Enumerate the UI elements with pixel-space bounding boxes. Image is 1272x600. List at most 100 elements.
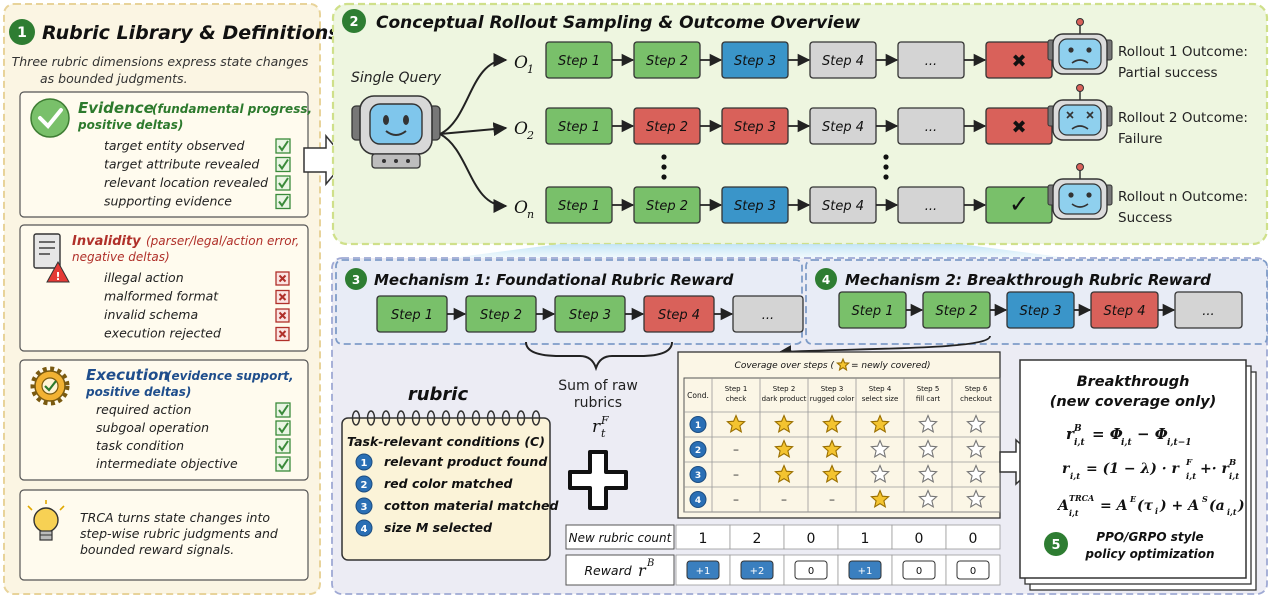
invalidity-note-1: (parser/legal/action error, [146, 234, 299, 248]
condition-number-circle [355, 453, 373, 471]
svg-text:E: E [1129, 494, 1137, 504]
step-label: Step 2 [646, 199, 688, 214]
execution-note-1: (evidence support, [166, 369, 294, 383]
svg-text:i: i [1155, 506, 1158, 516]
step-box: Step 1 [838, 291, 907, 329]
step-box: Step 3 [721, 186, 789, 224]
panel-mechanism-2: 4 Mechanism 2: Breakthrough Rubric Rewar… [805, 259, 1268, 345]
reward-value: 0 [916, 566, 922, 577]
gear-icon [30, 366, 70, 406]
notebook-ring [366, 410, 376, 426]
check-icon: ✓ [1009, 190, 1029, 218]
condition-number: 3 [361, 502, 368, 513]
notebook-ring [486, 410, 496, 426]
star-empty-icon [870, 439, 890, 458]
sum-block: Sum of raw rubrics r F t [558, 378, 638, 510]
step-box: Step 1 [545, 186, 613, 224]
coverage-cond-number: 1 [695, 421, 701, 431]
sum-symbol: r [592, 417, 601, 437]
star-filled-icon [774, 439, 794, 458]
svg-text:!: ! [55, 270, 60, 283]
step-label: Step 1 [851, 304, 893, 319]
star-filled-icon [870, 489, 890, 508]
coverage-title-post: = newly covered) [851, 361, 930, 371]
trca-line-2: step-wise rubric judgments and [80, 526, 278, 541]
column-header-action: rugged color [810, 395, 855, 403]
execution-item: subgoal operation [96, 420, 209, 435]
panel-2-title: Conceptual Rollout Sampling & Outcome Ov… [376, 13, 861, 33]
rollout-label: O [514, 53, 528, 73]
rubric-count-value: 1 [861, 531, 870, 547]
panel-1-title: Rubric Library & Definitions [42, 22, 340, 44]
step-label: Step 1 [558, 54, 600, 69]
rollout-outcome-line-1: Rollout 1 Outcome: [1118, 44, 1248, 60]
breakthrough-card: Breakthrough (new coverage only) r B i,t… [1019, 359, 1257, 591]
invalidity-item: malformed format [104, 289, 219, 304]
branch-arrows [439, 53, 508, 213]
ppo-line-1: PPO/GRPO style [1096, 530, 1203, 544]
sum-brace [525, 341, 673, 372]
column-header-step: Step 3 [821, 385, 844, 393]
step-box: Step 3 [554, 295, 626, 333]
step-label: ... [925, 120, 937, 135]
step-label: Step 3 [734, 199, 776, 214]
step-box: Step 1 [545, 41, 613, 79]
star-empty-icon [918, 414, 938, 433]
invalidity-item: illegal action [104, 270, 184, 285]
column-header-action: fill cart [916, 395, 941, 403]
single-query-label: Single Query [351, 70, 442, 86]
document-warning-icon: ! [33, 233, 70, 283]
breakthrough-title-2: (new coverage only) [1050, 394, 1217, 410]
success-result-box: ✓ [985, 186, 1053, 224]
rollout-label: O [514, 119, 528, 139]
rollout-outcome-line-1: Rollout n Outcome: [1118, 189, 1248, 205]
notebook-ring [441, 410, 451, 426]
svg-text:r: r [1062, 461, 1071, 477]
column-header-action: select size [862, 395, 899, 403]
star-empty-icon [966, 489, 986, 508]
svg-text:r: r [1066, 425, 1075, 443]
panel-1-number-circle [9, 19, 35, 45]
coverage-cond-number: 2 [695, 446, 701, 456]
step-label: ... [925, 199, 937, 214]
reward-symbol: r [638, 561, 647, 580]
failure-result-box: ✖ [985, 107, 1053, 145]
reward-chip [956, 560, 990, 580]
coverage-row: 4––– [689, 489, 986, 508]
cross-icon: ✖ [1011, 51, 1026, 72]
svg-text:A: A [1056, 498, 1069, 514]
svg-text:): ) [1237, 498, 1245, 514]
svg-text:F: F [1185, 458, 1193, 468]
checkbox-checked-icon [275, 402, 291, 418]
star-empty-icon [966, 439, 986, 458]
svg-text:TRCA: TRCA [1069, 493, 1094, 503]
execution-card: Execution (evidence support, positive de… [19, 359, 309, 481]
panel-1-number: 1 [17, 25, 27, 41]
step-box: Step 2 [465, 295, 537, 333]
star-empty-icon [918, 439, 938, 458]
rubric-count-value: 1 [699, 531, 708, 547]
sum-line-2: rubrics [574, 395, 622, 411]
trca-line-1: TRCA turns state changes into [80, 510, 270, 525]
step-label: Step 2 [935, 304, 977, 319]
reward-symbol-sup: B [646, 558, 654, 569]
happy-robot-icon [1047, 163, 1113, 220]
rubric-count-value: 0 [807, 531, 816, 547]
sad-robot-icon [1047, 84, 1113, 141]
svg-text:i,t: i,t [1069, 508, 1079, 518]
condition-number-circle [355, 475, 373, 493]
evidence-item: target entity observed [104, 138, 244, 153]
checkbox-checked-icon [275, 420, 291, 436]
reward-value: +2 [750, 566, 765, 577]
rollout-outcome-line-1: Rollout 2 Outcome: [1118, 110, 1248, 126]
svg-text:(τ: (τ [1137, 498, 1154, 514]
evidence-check-icon [30, 98, 70, 138]
column-header-action: checkout [960, 395, 992, 403]
checkbox-checked-icon [275, 193, 291, 210]
svg-text:= (1 − λ) · r: = (1 − λ) · r [1086, 461, 1181, 477]
condition-number: 2 [361, 480, 368, 491]
notebook-ring [501, 410, 511, 426]
notebook-ring [516, 410, 526, 426]
